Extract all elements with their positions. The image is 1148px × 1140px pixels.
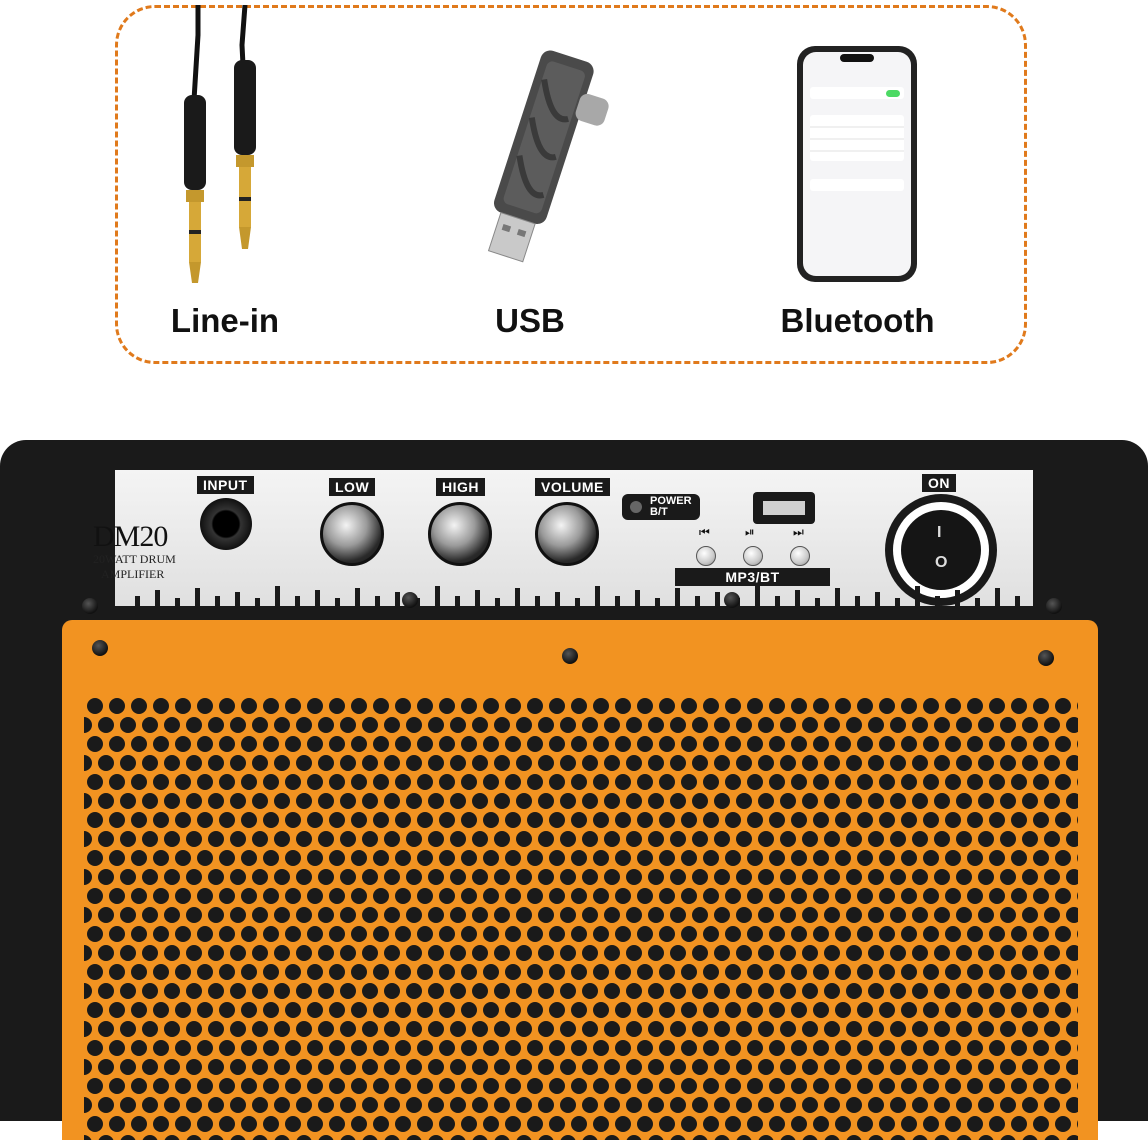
amplifier: DM20 20WATT DRUM AMPLIFIER INPUT LOW HIG… xyxy=(0,440,1148,1140)
model-subtitle-2: AMPLIFIER xyxy=(101,567,165,581)
panel-ruler-decoration xyxy=(115,586,1033,618)
usb-drive-icon xyxy=(460,42,620,272)
on-label: ON xyxy=(922,474,956,492)
screw xyxy=(562,648,578,664)
usb-port[interactable] xyxy=(753,492,815,524)
usb-label: USB xyxy=(495,302,565,339)
mp3-prev-icon: ⏮ xyxy=(699,525,710,539)
bluetooth-label: Bluetooth xyxy=(780,302,935,339)
switch-off-mark: O xyxy=(935,554,948,571)
screw xyxy=(92,640,108,656)
low-label: LOW xyxy=(329,478,376,496)
control-panel: DM20 20WATT DRUM AMPLIFIER INPUT LOW HIG… xyxy=(93,470,1033,618)
smartphone-icon xyxy=(796,45,918,283)
power-led-icon xyxy=(630,501,642,513)
speaker-grille xyxy=(62,620,1098,1140)
high-knob[interactable] xyxy=(428,502,492,566)
screw xyxy=(402,592,418,608)
line-in-label: Line-in xyxy=(170,302,280,339)
screw xyxy=(1046,598,1062,614)
screw xyxy=(82,598,98,614)
mp3-bt-label: MP3/BT xyxy=(675,568,830,586)
mp3-play-button[interactable] xyxy=(743,546,763,566)
volume-label: VOLUME xyxy=(535,478,610,496)
input-jack[interactable] xyxy=(200,498,252,550)
power-label: POWER xyxy=(650,495,692,507)
low-knob[interactable] xyxy=(320,502,384,566)
mp3-next-button[interactable] xyxy=(790,546,810,566)
volume-knob[interactable] xyxy=(535,502,599,566)
screw xyxy=(1038,650,1054,666)
power-switch-housing: I O xyxy=(885,494,997,606)
mp3-prev-button[interactable] xyxy=(696,546,716,566)
power-switch[interactable]: I O xyxy=(901,510,981,590)
model-subtitle-1: 20WATT DRUM xyxy=(93,552,176,566)
mp3-play-pause-icon: ⏯ xyxy=(745,525,755,539)
model-name: DM20 xyxy=(93,520,168,553)
switch-on-mark: I xyxy=(937,524,942,541)
bt-label: B/T xyxy=(650,506,668,518)
mp3-next-icon: ⏭ xyxy=(793,525,804,539)
power-bt-indicator: POWER B/T xyxy=(622,494,700,520)
input-options-box xyxy=(115,5,1027,364)
input-label: INPUT xyxy=(197,476,254,494)
audio-cable-icon xyxy=(170,4,290,290)
high-label: HIGH xyxy=(436,478,485,496)
screw xyxy=(724,592,740,608)
